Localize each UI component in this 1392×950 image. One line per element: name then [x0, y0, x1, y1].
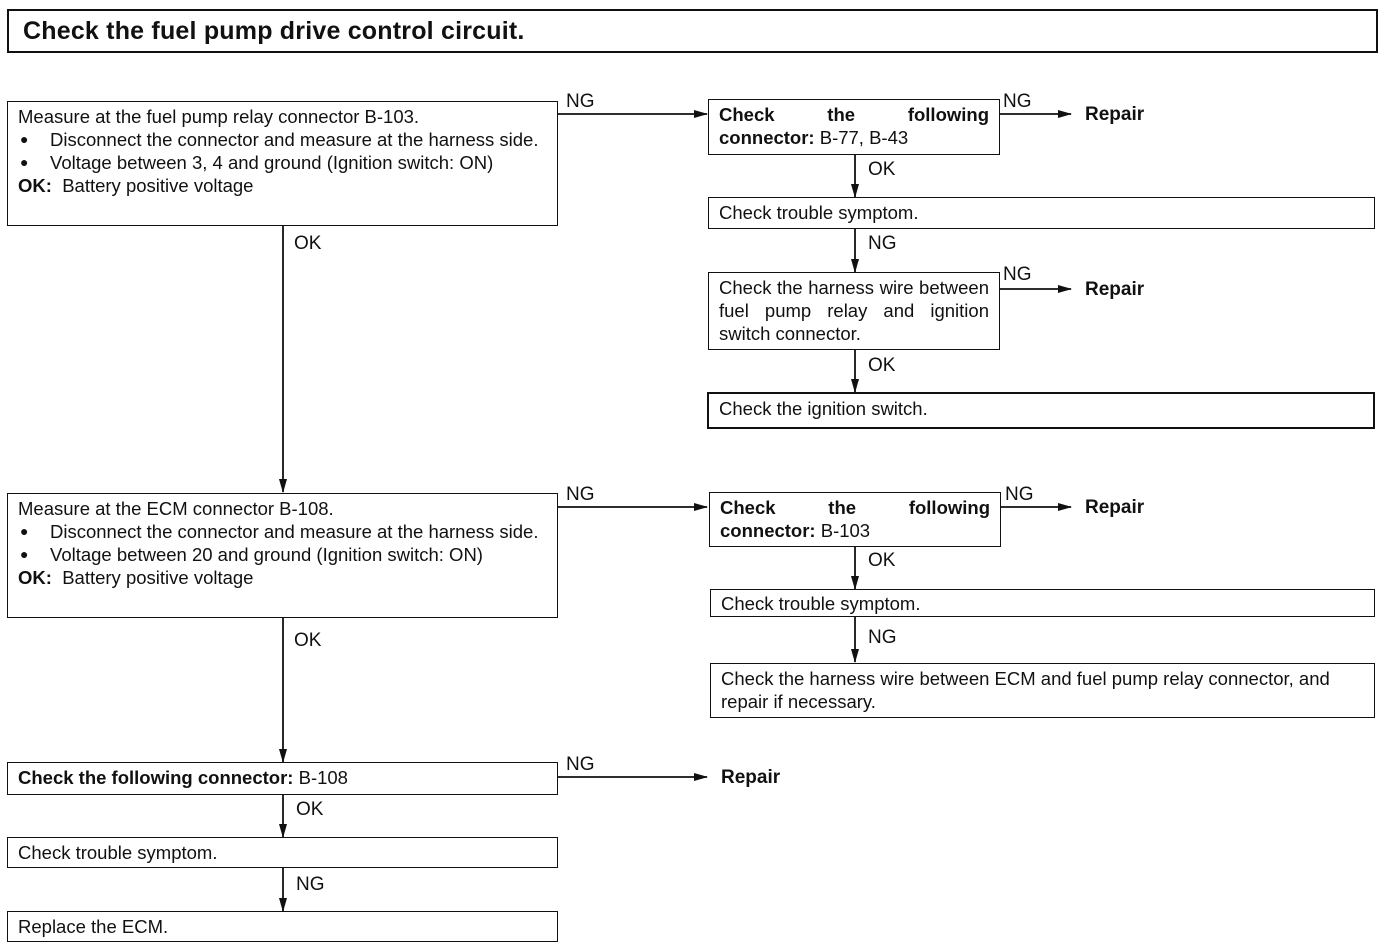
box-check-harness-ecm: Check the harness wire between ECM and f…	[710, 663, 1375, 718]
ng-label-box1: NG	[566, 91, 595, 112]
title-box: Check the fuel pump drive control circui…	[7, 9, 1378, 53]
box-measure-relay-connector: Measure at the fuel pump relay connector…	[7, 101, 558, 226]
repair-label-1: Repair	[1085, 104, 1145, 125]
ng-label-box3: NG	[868, 233, 897, 254]
repair-label-3: Repair	[1085, 497, 1145, 518]
box1-bullet1: Disconnect the connector and measure at …	[18, 128, 547, 151]
box4-text: Check the harness wire between fuel pump…	[719, 277, 989, 344]
ng-label-box2: NG	[1003, 91, 1032, 112]
box6-bullet1: Disconnect the connector and measure at …	[18, 520, 547, 543]
box8-text: Check trouble symptom.	[721, 593, 921, 614]
box-replace-ecm: Replace the ECM.	[7, 911, 558, 942]
box-check-connector-b77: Check the following connector: B-77, B-4…	[708, 99, 1000, 155]
box12-text: Replace the ECM.	[18, 916, 169, 937]
box5-text: Check the ignition switch.	[719, 398, 928, 419]
box6-bullet2: Voltage between 20 and ground (Ignition …	[18, 543, 547, 566]
ok-label-box1: OK	[294, 233, 322, 254]
box6-ok-label: OK:	[18, 567, 52, 588]
box-check-connector-b103: Check the following connector: B-103	[709, 492, 1001, 547]
box1-ok-label: OK:	[18, 175, 52, 196]
box1-ok-value: Battery positive voltage	[62, 175, 254, 196]
box7-value: B-103	[820, 520, 871, 541]
box10-bold: Check the following connector:	[18, 767, 294, 788]
ng-label-box8: NG	[868, 627, 897, 648]
ok-label-box10: OK	[296, 799, 324, 820]
repair-label-4: Repair	[721, 767, 781, 788]
box9-text: Check the harness wire between ECM and f…	[721, 668, 1330, 712]
ok-label-box2: OK	[868, 159, 896, 180]
ng-label-box7: NG	[1005, 484, 1034, 505]
box11-text: Check trouble symptom.	[18, 842, 218, 863]
ng-label-box11: NG	[296, 874, 325, 895]
box2-value: B-77, B-43	[819, 127, 909, 148]
box6-text: Measure at the ECM connector B-108.	[18, 498, 334, 519]
box-measure-ecm-connector: Measure at the ECM connector B-108. Disc…	[7, 493, 558, 618]
box6-ok-value: Battery positive voltage	[62, 567, 254, 588]
box-check-trouble-symptom-2: Check trouble symptom.	[710, 589, 1375, 617]
box10-value: B-108	[298, 767, 348, 788]
repair-label-2: Repair	[1085, 279, 1145, 300]
box1-bullet2: Voltage between 3, 4 and ground (Ignitio…	[18, 151, 547, 174]
box2-bold: Check the following connector:	[719, 104, 989, 148]
ok-label-box7: OK	[868, 550, 896, 571]
page-title: Check the fuel pump drive control circui…	[23, 17, 525, 45]
box-check-harness-ignition: Check the harness wire between fuel pump…	[708, 272, 1000, 350]
ok-label-box4: OK	[868, 355, 896, 376]
box-check-connector-b108: Check the following connector: B-108	[7, 762, 558, 795]
ng-label-box6: NG	[566, 484, 595, 505]
box7-bold: Check the following connector:	[720, 497, 990, 541]
box-check-trouble-symptom-3: Check trouble symptom.	[7, 837, 558, 868]
box-check-ignition-switch: Check the ignition switch.	[707, 392, 1375, 429]
ok-label-box6: OK	[294, 630, 322, 651]
ng-label-box4: NG	[1003, 264, 1032, 285]
box3-text: Check trouble symptom.	[719, 202, 919, 223]
box1-text: Measure at the fuel pump relay connector…	[18, 106, 420, 127]
box-check-trouble-symptom-1: Check trouble symptom.	[708, 197, 1375, 229]
ng-label-box10: NG	[566, 754, 595, 775]
